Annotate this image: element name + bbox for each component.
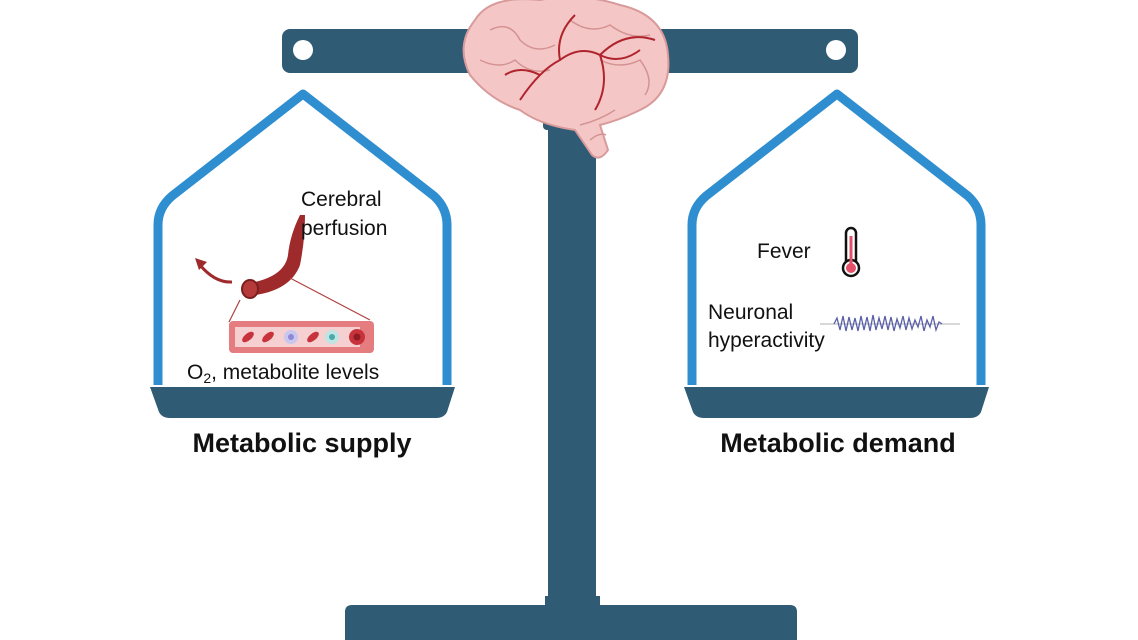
neuronal-activity-waveform-icon	[820, 314, 960, 333]
brain-icon	[462, 0, 670, 159]
o2-metabolite-levels-label: O2, metabolite levels	[187, 361, 379, 386]
neuronal-label-1: Neuronal	[708, 301, 793, 324]
vessel-crosssection-icon	[229, 321, 374, 353]
thermometer-icon	[841, 226, 861, 278]
blood-vessel-icon	[195, 215, 371, 323]
left-pan	[150, 89, 455, 418]
fever-label: Fever	[757, 240, 811, 263]
right-pan	[684, 89, 989, 418]
cerebral-perfusion-label-2: perfusion	[301, 217, 387, 240]
scale-base	[345, 596, 797, 640]
metabolic-supply-title: Metabolic supply	[192, 428, 411, 458]
neuronal-label-2: hyperactivity	[708, 329, 825, 352]
metabolic-demand-title: Metabolic demand	[720, 428, 956, 458]
cerebral-perfusion-label-1: Cerebral	[301, 188, 382, 211]
scale-column	[548, 118, 596, 608]
